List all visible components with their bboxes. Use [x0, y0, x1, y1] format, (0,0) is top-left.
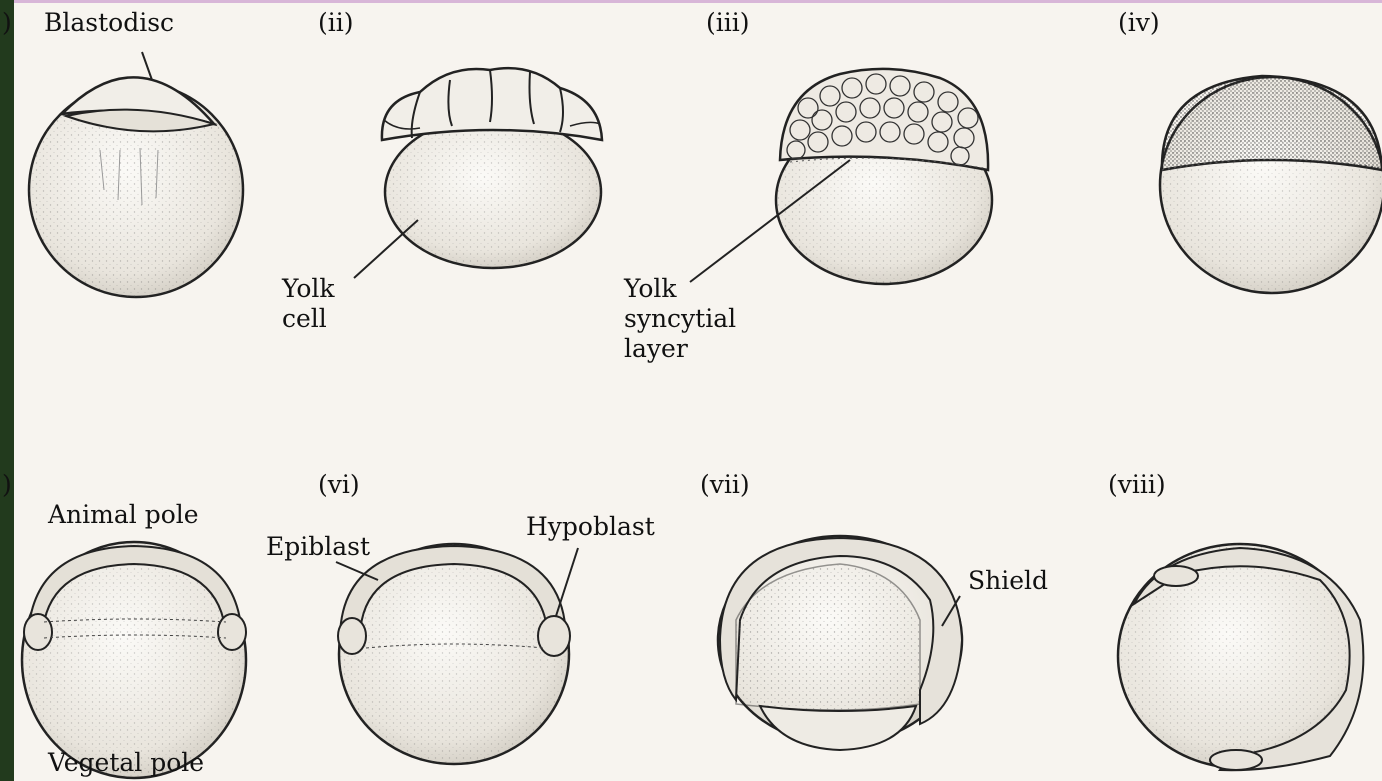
stage-v-embryo [22, 542, 246, 778]
label-vegetal-pole: Vegetal pole [48, 748, 204, 778]
panel-label-i: ) [2, 8, 12, 38]
blastodisc-leader-line [142, 52, 152, 80]
yolk-cell-leader-line [354, 220, 418, 278]
label-blastodisc: Blastodisc [44, 8, 174, 38]
stage-vi-embryo [336, 544, 578, 764]
label-shield: Shield [968, 566, 1048, 596]
stage-i-embryo [29, 52, 243, 297]
stage-vii-embryo [718, 536, 962, 750]
label-yolk-syncytial-layer: Yolk syncytial layer [624, 274, 736, 364]
panel-label-iii: (iii) [706, 8, 750, 38]
panel-label-v: ) [2, 470, 12, 500]
label-hypoblast: Hypoblast [526, 512, 655, 542]
panel-label-vii: (vii) [700, 470, 750, 500]
stage-ii-embryo [354, 68, 602, 278]
panel-label-vi: (vi) [318, 470, 360, 500]
stage-viii-embryo [1118, 544, 1363, 770]
label-animal-pole: Animal pole [48, 500, 199, 530]
panel-label-iv: (iv) [1118, 8, 1160, 38]
stage-iii-embryo [690, 69, 992, 284]
panel-label-viii: (viii) [1108, 470, 1166, 500]
label-yolk-cell: Yolk cell [282, 274, 335, 334]
label-epiblast: Epiblast [266, 532, 370, 562]
stage-iv-embryo [1160, 76, 1382, 293]
hypoblast-leader-line [556, 548, 578, 616]
panel-label-ii: (ii) [318, 8, 354, 38]
